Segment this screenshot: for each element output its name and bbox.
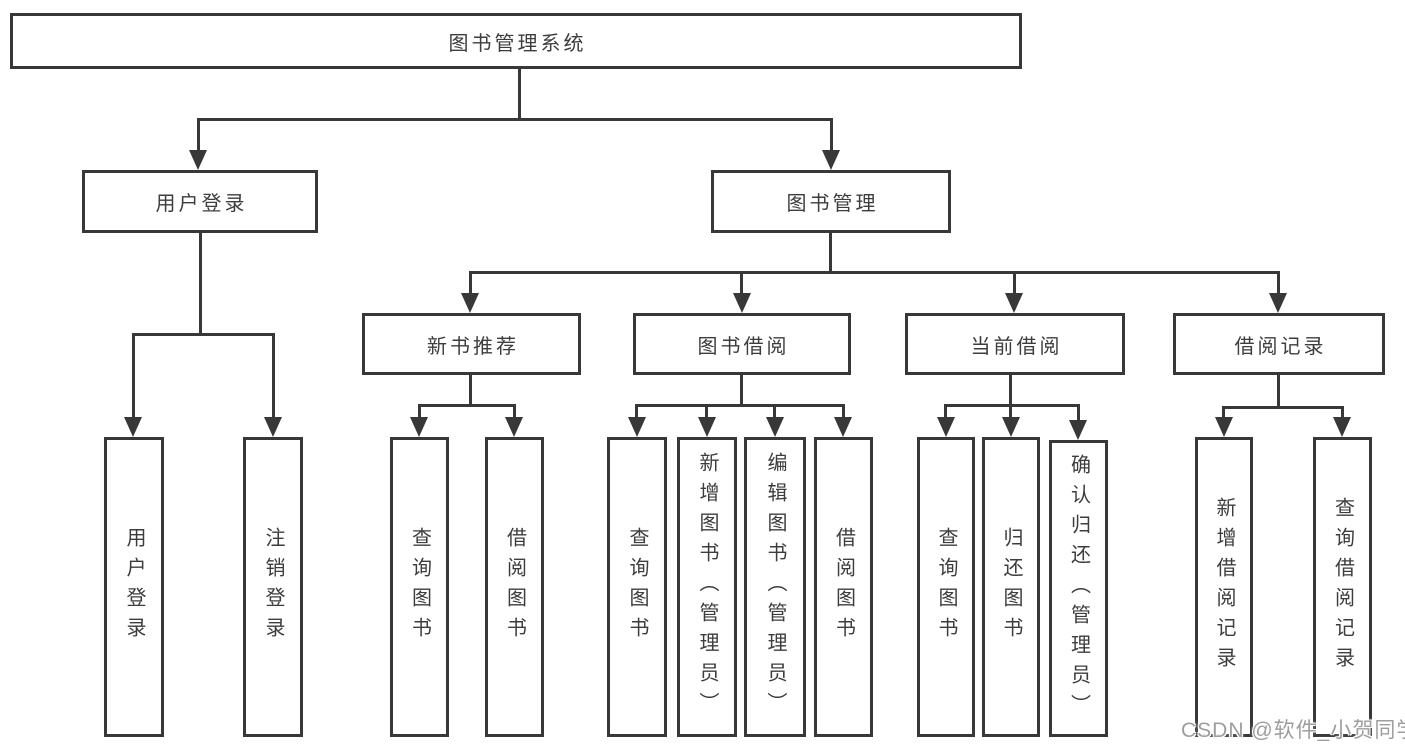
borrow-record-node: 借阅记录 [1173, 313, 1385, 375]
add-borrow-record-leaf: 新增借阅记录 [1195, 437, 1253, 737]
leaf-label: 查询图书 [626, 527, 648, 647]
arrowhead-down [124, 417, 142, 437]
query-books-leaf: 查询图书 [607, 437, 667, 737]
connector-line [469, 273, 472, 295]
arrowhead-down [834, 417, 852, 437]
arrowhead-down [1333, 417, 1351, 437]
connector-line [944, 404, 1080, 407]
arrowhead-down [822, 150, 840, 170]
connector-line [1077, 406, 1080, 422]
connector-line [272, 335, 275, 418]
arrowhead-down [505, 417, 523, 437]
arrowhead-down [1005, 293, 1023, 313]
leaf-label: 注销登录 [262, 527, 284, 647]
book-management-node: 图书管理 [711, 170, 951, 233]
add-books-admin-leaf: 新增图书（管理员） [677, 437, 737, 737]
node-label: 图书管理系统 [448, 32, 587, 55]
node-label: 图书借阅 [697, 335, 790, 358]
connector-line [469, 373, 472, 406]
leaf-label: 归还图书 [1000, 527, 1022, 647]
arrowhead-down [1215, 417, 1233, 437]
query-borrow-record-leaf: 查询借阅记录 [1313, 437, 1372, 737]
query-books-leaf: 查询图书 [390, 437, 449, 737]
leaf-label: 查询图书 [408, 527, 431, 647]
new-book-recommend-node: 新书推荐 [362, 313, 581, 375]
return-books-leaf: 归还图书 [982, 437, 1040, 737]
leaf-label: 编辑图书（管理员） [764, 452, 786, 722]
node-label: 借阅记录 [1234, 335, 1327, 358]
connector-line [740, 273, 743, 295]
connector-line [635, 406, 638, 419]
connector-line [197, 118, 833, 121]
connector-line [944, 406, 947, 419]
arrowhead-down [1002, 417, 1020, 437]
arrowhead-down [1069, 420, 1087, 440]
arrowhead-down [766, 417, 784, 437]
connector-line [740, 373, 743, 406]
connector-line [132, 335, 135, 418]
leaf-label: 查询图书 [935, 527, 957, 647]
query-books-leaf: 查询图书 [917, 437, 975, 737]
connector-line [705, 406, 708, 419]
book-borrow-node: 图书借阅 [633, 313, 851, 375]
connector-line [197, 121, 200, 152]
node-label: 当前借阅 [970, 335, 1063, 358]
connector-line [842, 406, 845, 419]
confirm-return-admin-leaf: 确认归还（管理员） [1049, 440, 1108, 737]
leaf-label: 新增借阅记录 [1213, 497, 1235, 677]
connector-line [1009, 373, 1012, 406]
connector-line [518, 69, 521, 119]
connector-line [635, 404, 845, 407]
arrowhead-down [733, 293, 751, 313]
connector-line [773, 406, 776, 419]
connector-line [513, 406, 516, 419]
user-login-node: 用户登录 [82, 170, 318, 233]
connector-line [418, 404, 516, 407]
edit-books-admin-leaf: 编辑图书（管理员） [744, 437, 806, 737]
arrowhead-down [698, 417, 716, 437]
connector-line [132, 333, 275, 336]
connector-line [199, 231, 202, 335]
arrowhead-down [1269, 293, 1287, 313]
user-login-leaf: 用户登录 [104, 437, 164, 737]
borrow-books-leaf: 借阅图书 [814, 437, 873, 737]
borrow-books-leaf: 借阅图书 [485, 437, 544, 737]
arrowhead-down [410, 417, 428, 437]
leaf-label: 借阅图书 [503, 527, 526, 647]
current-borrow-node: 当前借阅 [905, 313, 1125, 375]
connector-line [1222, 408, 1225, 419]
leaf-label: 用户登录 [123, 527, 145, 647]
node-label: 用户登录 [155, 193, 248, 215]
connector-line [1277, 373, 1280, 408]
arrowhead-down [264, 417, 282, 437]
connector-line [418, 406, 421, 419]
leaf-label: 查询借阅记录 [1331, 497, 1354, 677]
leaf-label: 借阅图书 [832, 527, 855, 647]
connector-line [1341, 408, 1344, 419]
arrowhead-down [461, 293, 479, 313]
csdn-watermark: CSDN @软件_小贺同学 [1181, 719, 1405, 742]
logout-leaf: 注销登录 [243, 437, 303, 737]
connector-line [1277, 273, 1280, 295]
node-label: 新书推荐 [427, 335, 519, 358]
connector-line [1009, 406, 1012, 419]
connector-line [469, 271, 1280, 274]
connector-line [1013, 273, 1016, 295]
leaf-label: 新增图书（管理员） [696, 452, 718, 722]
arrowhead-down [628, 417, 646, 437]
root-node-library-management-system: 图书管理系统 [10, 13, 1022, 69]
arrowhead-down [189, 150, 207, 170]
connector-line [829, 231, 832, 273]
arrowhead-down [937, 417, 955, 437]
connector-line [830, 121, 833, 152]
node-label: 图书管理 [786, 193, 879, 215]
connector-line [1222, 406, 1344, 409]
leaf-label: 确认归还（管理员） [1067, 453, 1090, 724]
